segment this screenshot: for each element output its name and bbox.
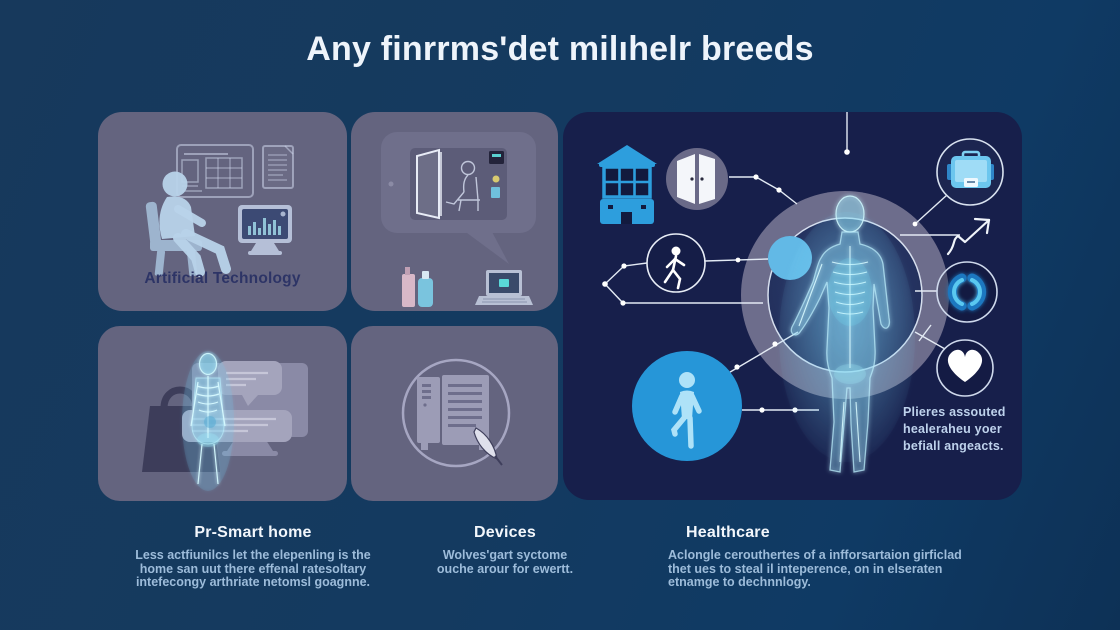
cabinet-icon <box>417 375 489 450</box>
page-title: Any finrrms'det milıhelr breeds <box>306 30 814 68</box>
chat-bubble-icon <box>218 361 282 406</box>
panel-smart-devices <box>351 112 558 311</box>
seated-person-icon <box>145 171 231 277</box>
hologram-body-icon <box>779 195 915 473</box>
healthcare-diagram-illustration <box>597 112 1004 473</box>
section-smart-home: Pr-Smart home Less actfiunilcs let the e… <box>98 524 408 590</box>
heart-icon <box>936 339 994 397</box>
body-line: thet ues to steal il inteperence, on in … <box>668 561 943 576</box>
bottles-icon <box>402 267 433 307</box>
diagram-caption: Plieres assouted healeraheu yoer befiall… <box>903 404 1006 455</box>
body-line: Aclongle cerouthertes of a infforsartaio… <box>668 548 962 562</box>
artificial-technology-illustration <box>145 144 294 277</box>
briefcase-device-icon <box>936 138 1004 206</box>
laptop-icon <box>475 270 533 305</box>
artificial-technology-label: Artificial Technology <box>144 270 301 287</box>
pedestrian-circle-icon <box>632 351 742 461</box>
section-heading: Pr-Smart home <box>194 524 312 541</box>
body-line: Wolves'gart syctome <box>442 548 568 562</box>
cursor-quill-icon <box>473 427 503 466</box>
yellow-dot-icon <box>492 175 500 183</box>
house-icon <box>597 145 657 224</box>
monitor-chart-icon <box>238 205 292 255</box>
circle-frame <box>401 358 511 468</box>
doorway-scene-icon <box>410 148 507 220</box>
panel-artificial-technology: Artificial Technology <box>98 112 347 311</box>
skeleton-monitor-illustration <box>142 351 308 491</box>
caption-line: healeraheu yoer <box>903 422 1002 436</box>
section-heading: Healthcare <box>686 524 770 541</box>
section-healthcare: Healthcare Aclongle cerouthertes of a in… <box>668 524 1018 590</box>
caption-line: Plieres assouted <box>903 405 1006 419</box>
whiteboard-icon <box>176 144 254 198</box>
smart-devices-illustration <box>381 132 536 307</box>
body-line: ouche arour for ewertt. <box>436 561 574 576</box>
skeleton-figure-icon <box>182 351 234 491</box>
section-body: Wolves'gart syctome ouche arour for ewer… <box>400 548 610 576</box>
caption-line: befiall angeacts. <box>903 439 1004 453</box>
double-doors-icon <box>666 148 728 210</box>
section-body: Aclongle cerouthertes of a infforsartaio… <box>668 548 1018 590</box>
blue-chip-icon <box>491 187 500 198</box>
panel-healthcare-diagram: Plieres assouted healeraheu yoer befiall… <box>563 112 1022 500</box>
section-body: Less actfiunilcs let the elepenling is t… <box>98 548 408 590</box>
panel-device-cabinet <box>351 326 558 501</box>
walking-person-icon <box>646 233 706 293</box>
document-icon <box>262 145 294 189</box>
body-line: etnamge to dechnnlogy. <box>668 575 811 589</box>
handset-halves-icon <box>936 261 998 323</box>
small-screen-icon <box>489 151 504 164</box>
body-line: Less actfiunilcs let the elepenling is t… <box>135 548 371 562</box>
body-line: intefecongy arthriate netomsl goagnne. <box>135 575 371 589</box>
section-devices: Devices Wolves'gart syctome ouche arour … <box>400 524 610 576</box>
section-heading: Devices <box>474 524 536 541</box>
panel-skeleton-monitor <box>98 326 347 501</box>
device-cabinet-illustration <box>401 358 511 468</box>
trend-arrow-icon <box>946 217 991 256</box>
body-line: home san uut there effenal ratesoltary <box>139 561 367 576</box>
